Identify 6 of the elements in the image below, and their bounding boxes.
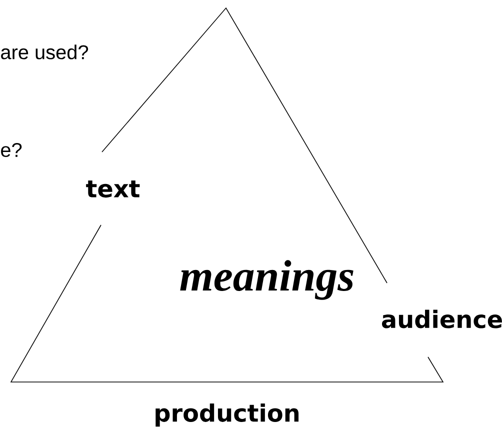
corner-label: audience (382, 310, 502, 328)
italic-word: meanings (180, 260, 354, 300)
corner-label: production (156, 403, 298, 427)
question-text: are used? (1, 44, 88, 60)
question-text: e? (1, 142, 22, 158)
corner-label: text (86, 180, 140, 198)
